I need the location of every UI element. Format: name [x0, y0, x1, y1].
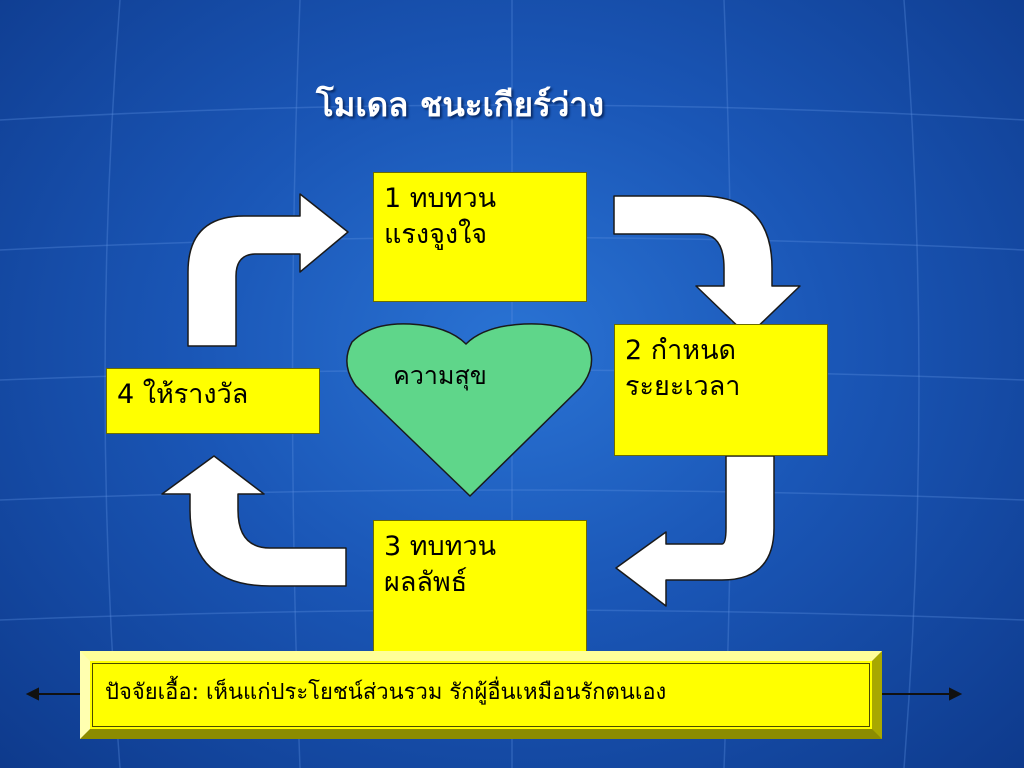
footer-banner: ปัจจัยเอื้อ: เห็นแก่ประโยชน์ส่วนรวม รักผ… [80, 651, 882, 739]
arrow-2-to-3 [615, 455, 775, 607]
step-1-box: 1 ทบทวน แรงจูงใจ [373, 172, 587, 302]
step-3-box: 3 ทบทวน ผลลัพธ์ [373, 520, 587, 654]
step-2-box: 2 กำหนด ระยะเวลา [614, 324, 828, 456]
diagram-title: โมเดล ชนะเกียร์ว่าง [315, 85, 605, 124]
arrow-1-to-2 [613, 195, 801, 337]
step-4-box: 4 ให้รางวัล [106, 368, 320, 434]
arrow-3-to-4 [161, 455, 347, 587]
heart-label: ความสุข [393, 361, 487, 390]
heart-shape [346, 323, 593, 498]
footer-text: ปัจจัยเอื้อ: เห็นแก่ประโยชน์ส่วนรวม รักผ… [92, 663, 870, 727]
arrow-4-to-1 [187, 193, 349, 347]
